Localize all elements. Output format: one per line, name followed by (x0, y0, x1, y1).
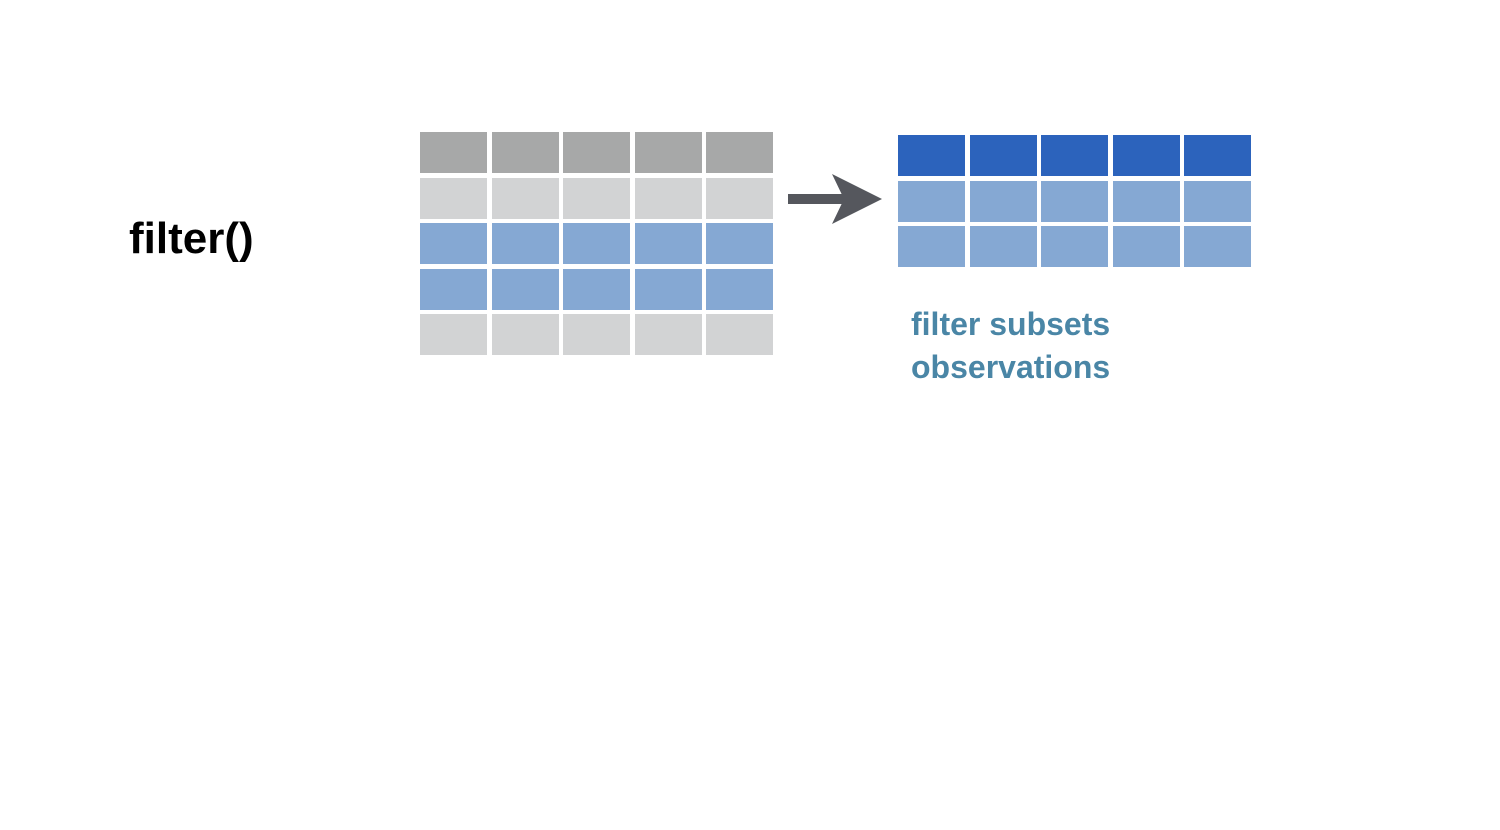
table-cell-kept (491, 223, 559, 264)
table-cell-kept (969, 226, 1037, 267)
table-cell-kept (1184, 180, 1251, 222)
table-cell-kept (1041, 226, 1108, 267)
table-cell-excluded (563, 177, 630, 219)
table-cell-kept (563, 268, 630, 310)
table-cell-kept (491, 268, 559, 310)
table-cell-excluded (634, 314, 702, 355)
table-cell-excluded (491, 177, 559, 219)
table-cell-kept (1112, 180, 1180, 222)
table-cell-header (491, 132, 559, 173)
table-cell-kept (420, 268, 487, 310)
table-cell-header (898, 135, 965, 176)
table-cell-header (706, 132, 773, 173)
table-cell-kept (634, 268, 702, 310)
caption-line-1: filter subsets (911, 306, 1111, 342)
table-cell-kept (898, 226, 965, 267)
right-arrow-icon (788, 174, 882, 224)
table-cell-excluded (706, 177, 773, 219)
table-cell-kept (563, 223, 630, 264)
table-cell-kept (420, 223, 487, 264)
input-table (420, 132, 773, 355)
table-cell-kept (1184, 226, 1251, 267)
table-cell-excluded (706, 314, 773, 355)
table-cell-header (969, 135, 1037, 176)
table-cell-excluded (420, 177, 487, 219)
caption: filter subsets observations (911, 303, 1110, 389)
table-cell-header (420, 132, 487, 173)
caption-line-2: observations (911, 349, 1111, 385)
table-cell-header (1041, 135, 1108, 176)
table-cell-excluded (563, 314, 630, 355)
table-cell-header (1112, 135, 1180, 176)
table-cell-header (563, 132, 630, 173)
table-cell-header (634, 132, 702, 173)
table-cell-kept (969, 180, 1037, 222)
table-cell-excluded (420, 314, 487, 355)
table-cell-kept (1112, 226, 1180, 267)
table-cell-kept (1041, 180, 1108, 222)
function-label: filter() (129, 214, 254, 263)
table-cell-kept (706, 268, 773, 310)
table-cell-header (1184, 135, 1251, 176)
table-cell-excluded (634, 177, 702, 219)
table-cell-kept (898, 180, 965, 222)
table-cell-kept (634, 223, 702, 264)
table-cell-excluded (491, 314, 559, 355)
table-cell-kept (706, 223, 773, 264)
output-table (898, 135, 1251, 267)
